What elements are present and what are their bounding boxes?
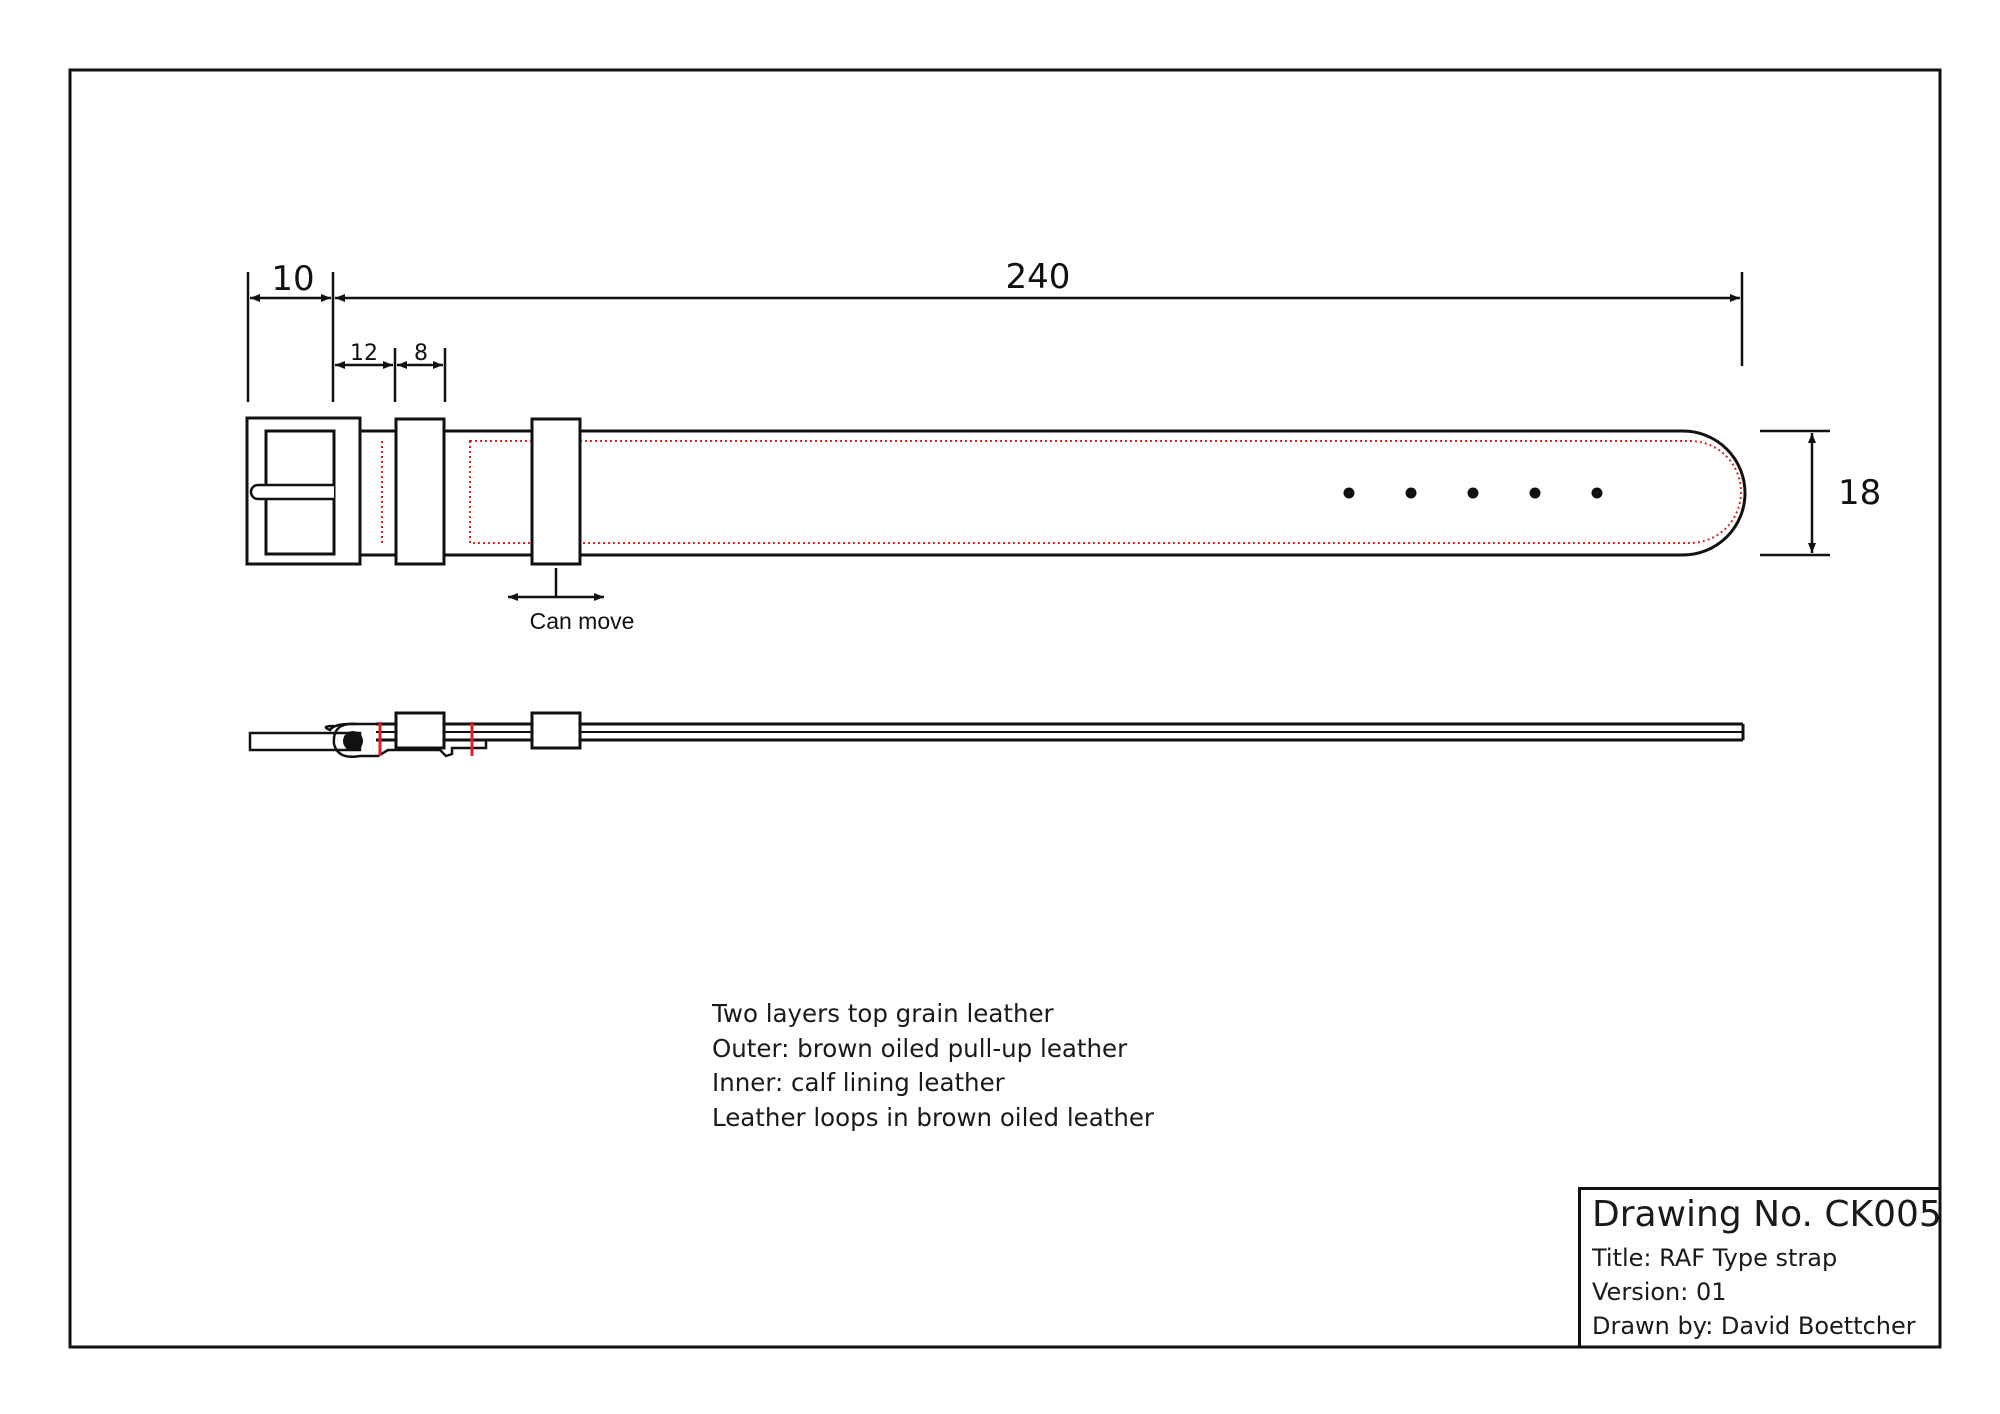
- dim-label-240: 240: [1006, 257, 1071, 297]
- note-line: Outer: brown oiled pull-up leather: [712, 1033, 1128, 1063]
- dim-label-10: 10: [271, 259, 314, 299]
- note-line: Two layers top grain leather: [712, 999, 1054, 1028]
- drawing-title: Title: RAF Type strap: [1592, 1244, 1838, 1272]
- drawing-number: Drawing No. CK005: [1592, 1194, 1942, 1235]
- note-line: Inner: calf lining leather: [712, 1068, 1005, 1097]
- strap-stitching: [469, 440, 1742, 544]
- strap-hole: [1405, 487, 1417, 499]
- side-fold-lower: [332, 722, 488, 758]
- dim-label-8: 8: [414, 341, 428, 366]
- side-floating-keeper: [530, 711, 582, 750]
- strap-hole: [1529, 487, 1541, 499]
- strap-side-view: [248, 711, 1745, 758]
- dim-label-18: 18: [1838, 473, 1881, 513]
- dimension-lines: [246, 272, 1830, 601]
- dimension-labels: 10 240 12 8 18 Can move: [271, 257, 1881, 634]
- drawing-version: Version: 01: [1592, 1278, 1727, 1306]
- side-fixed-keeper: [394, 711, 446, 750]
- dim-label-12: 12: [350, 341, 378, 366]
- strap-outline: [360, 429, 1747, 557]
- material-notes: Two layers top grain leather Outer: brow…: [712, 997, 1154, 1135]
- fixed-keeper: [394, 417, 446, 566]
- drawn-by: Drawn by: David Boettcher: [1592, 1312, 1916, 1340]
- strap-hole: [1343, 487, 1355, 499]
- floating-keeper: [530, 417, 582, 566]
- side-buckle-bar: [343, 731, 363, 751]
- buckle-tongue: [249, 483, 334, 501]
- strap-top-view: [245, 416, 1747, 566]
- note-line: Leather loops in brown oiled leather: [712, 1102, 1155, 1132]
- strap-holes: [1343, 487, 1603, 499]
- drawing-frame: [68, 68, 1942, 1349]
- strap-hole: [1591, 487, 1603, 499]
- title-block: Drawing No. CK005 Title: RAF Type strap …: [1578, 1187, 1942, 1347]
- strap-hole: [1467, 487, 1479, 499]
- can-move-label: Can move: [530, 608, 635, 634]
